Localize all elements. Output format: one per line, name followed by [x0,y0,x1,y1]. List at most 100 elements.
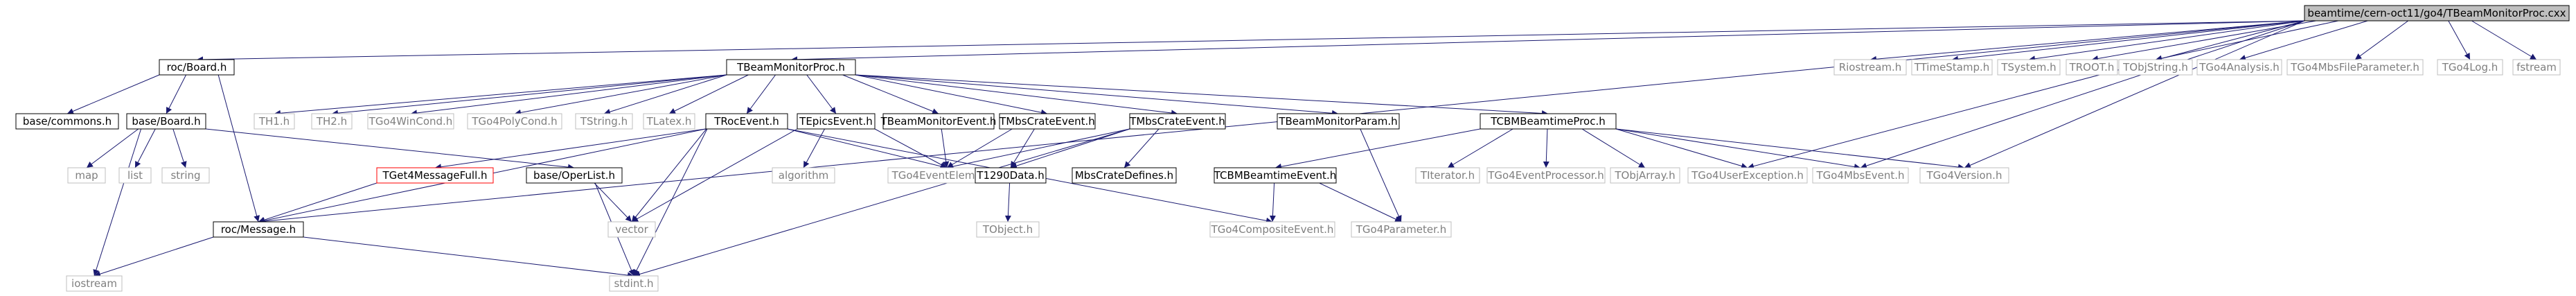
node-label-tlatex: TLatex.h [646,115,692,128]
edge-cxx-to-tgo4analysis [2239,20,2368,61]
edge-tmbscrate1-to-t1290 [1010,128,1035,168]
node-tobjarray: TObjArray.h [1610,167,1680,184]
edge-tbmp-to-tgo4wincond [410,74,727,116]
node-box-mbscratedef [1072,167,1177,184]
edge-tcbmproc-to-tgo4evproc [1543,128,1549,168]
edge-cxx-to-tbmp [790,20,2305,63]
edge-tcbmproc-to-tcbmevent [1274,128,1481,170]
edge-tbmevent-to-tgo4evel [941,128,950,168]
node-rocBoard[interactable]: roc/Board.h [159,59,235,76]
node-t1290[interactable]: T1290Data.h [975,167,1047,184]
node-label-tgo4version: TGo4Version.h [1926,169,2002,182]
node-tgo4version: TGo4Version.h [1919,167,2009,184]
node-box-tobjstring [2118,59,2193,76]
node-tobject: TObject.h [976,221,1040,238]
node-label-vector: vector [615,223,648,236]
node-tobjstring: TObjString.h [2118,59,2193,76]
node-label-th1: TH1.h [258,115,290,128]
node-tgo4userex: TGo4UserException.h [1687,167,1808,184]
edge-tbmp-to-tmbscrate1 [855,74,1048,116]
node-label-tmbscrate2: TMbsCrateEvent.h [1129,115,1225,128]
edge-baseboard-to-iostream [93,128,142,277]
node-cxx[interactable]: beamtime/cern-oct11/go4/TBeamMonitorProc… [2304,5,2570,21]
node-label-tobjarray: TObjArray.h [1614,169,1675,182]
node-label-map: map [75,169,98,182]
edge-tcbmproc-to-tgo4version [1615,128,1965,171]
edge-cxx-to-tgo4userex [1747,20,2305,170]
node-box-riostream [1833,59,1907,76]
node-box-ttimestamp [1911,59,1993,76]
node-tmbscrate2[interactable]: TMbsCrateEvent.h [1129,113,1226,130]
edge-troceventh-to-vector [631,128,707,223]
node-troot: TROOT.h [2066,59,2118,76]
node-rocmessage[interactable]: roc/Message.h [213,221,304,238]
node-label-titerator: TIterator.h [1420,169,1475,182]
edge-tmbscrate1-to-tgo4evel [946,128,1013,168]
node-box-tgo4userex [1687,167,1808,184]
edge-tget4-to-rocmessage [258,182,377,223]
edge-tepicsevent-to-tgo4evel [874,128,948,168]
edge-cxx-to-ttimestamp [1951,20,2305,62]
node-box-tbmp [726,59,856,76]
node-box-tgo4version [1919,167,2009,184]
node-box-rocBoard [159,59,235,76]
node-box-fstream [2512,59,2561,76]
node-label-ttimestamp: TTimeStamp.h [1914,61,1990,73]
edge-tbmp-to-tbmparam [855,74,1339,116]
node-list: list [118,167,152,184]
node-map: map [67,167,106,184]
node-tget4[interactable]: TGet4MessageFull.h [376,167,494,184]
node-label-th2: TH2.h [316,115,347,128]
node-box-rocmessage [213,221,304,238]
node-basecommons[interactable]: base/commons.h [15,113,119,130]
node-box-tbmevent [882,113,995,130]
node-th2: TH2.h [311,113,353,130]
node-tgo4polycond: TGo4PolyCond.h [467,113,562,130]
node-box-basecommons [15,113,119,130]
node-label-troot: TROOT.h [2069,61,2115,73]
node-tbmparam[interactable]: TBeamMonitorParam.h [1277,113,1400,130]
node-tmbscrate1[interactable]: TMbsCrateEvent.h [999,113,1096,130]
edge-tbmp-to-tgo4polycond [514,74,727,116]
node-label-list: list [127,169,143,182]
node-troceventh[interactable]: TRocEvent.h [705,113,788,130]
node-tgo4log: TGo4Log.h [2437,59,2503,76]
node-tgo4analysis: TGo4Analysis.h [2196,59,2282,76]
node-tcbmproc[interactable]: TCBMBeamtimeProc.h [1480,113,1617,130]
node-tgo4wincond: TGo4WinCond.h [367,113,454,130]
node-vector: vector [607,221,656,238]
node-tgo4mbsevent: TGo4MbsEvent.h [1812,167,1909,184]
node-tcbmevent[interactable]: TCBMBeamtimeEvent.h [1214,167,1337,184]
node-label-tbmevent: TBeamMonitorEvent.h [880,115,997,128]
node-string: string [161,167,210,184]
node-label-baseboard: base/Board.h [132,115,200,128]
node-box-tgo4analysis [2196,59,2282,76]
node-tepicsevent[interactable]: TEpicsEvent.h [797,113,876,130]
edge-cxx-to-tgo4version [1964,20,2305,168]
node-label-riostream: Riostream.h [1839,61,1902,73]
edge-rocmessage-to-stdint [303,236,634,279]
edge-tbmparam-to-tgo4param [1360,128,1402,223]
node-baseboard[interactable]: base/Board.h [126,113,206,130]
node-baseoperlist[interactable]: base/OperList.h [526,167,623,184]
node-box-troot [2066,59,2118,76]
node-box-tmbscrate1 [999,113,1096,130]
node-mbscratedef[interactable]: MbsCrateDefines.h [1072,167,1177,184]
node-label-stdint: stdint.h [614,277,653,290]
node-box-algorithm [772,167,835,184]
node-box-tgo4polycond [467,113,562,130]
node-tbmp[interactable]: TBeamMonitorProc.h [726,59,856,76]
node-label-algorithm: algorithm [779,169,828,182]
node-label-tstring: TString.h [580,115,628,128]
node-box-tgo4mbsevent [1812,167,1909,184]
node-label-tgo4mbsfp: TGo4MbsFileParameter.h [2290,61,2419,73]
node-stdint: stdint.h [609,275,659,292]
node-box-troceventh [705,113,788,130]
header-nodes: beamtime/cern-oct11/go4/TBeamMonitorProc… [15,5,2570,292]
node-label-tcbmproc: TCBMBeamtimeProc.h [1490,115,1606,128]
edge-tcbmproc-to-tgo4userex [1615,128,1748,169]
node-label-cxx: beamtime/cern-oct11/go4/TBeamMonitorProc… [2307,7,2566,19]
node-box-tstring [575,113,633,130]
node-tbmevent[interactable]: TBeamMonitorEvent.h [880,113,997,130]
